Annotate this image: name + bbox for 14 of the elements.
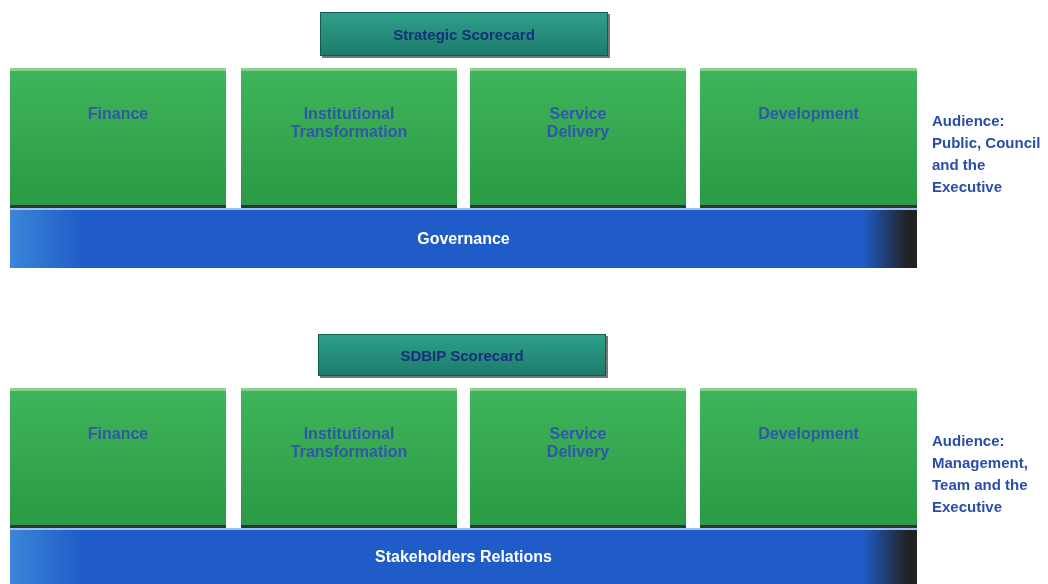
audience-note: Audience: Public, Council and the Executive bbox=[932, 111, 1042, 197]
foundation-bar: Governance bbox=[10, 208, 917, 268]
perspective-box: Institutional Transformation bbox=[241, 388, 457, 528]
perspective-box: Service Delivery bbox=[470, 68, 686, 208]
audience-note: Audience: Management, Team and the Executive bbox=[932, 431, 1029, 517]
perspective-box: Development bbox=[700, 68, 917, 208]
perspective-box: Service Delivery bbox=[470, 388, 686, 528]
perspective-box: Institutional Transformation bbox=[241, 68, 457, 208]
perspective-box: Finance bbox=[10, 388, 226, 528]
foundation-bar: Stakeholders Relations bbox=[10, 528, 917, 584]
perspective-box: Development bbox=[700, 388, 917, 528]
scorecard-box: SDBIP Scorecard bbox=[318, 334, 606, 376]
scorecard-box: Strategic Scorecard bbox=[320, 12, 608, 56]
perspective-box: Finance bbox=[10, 68, 226, 208]
